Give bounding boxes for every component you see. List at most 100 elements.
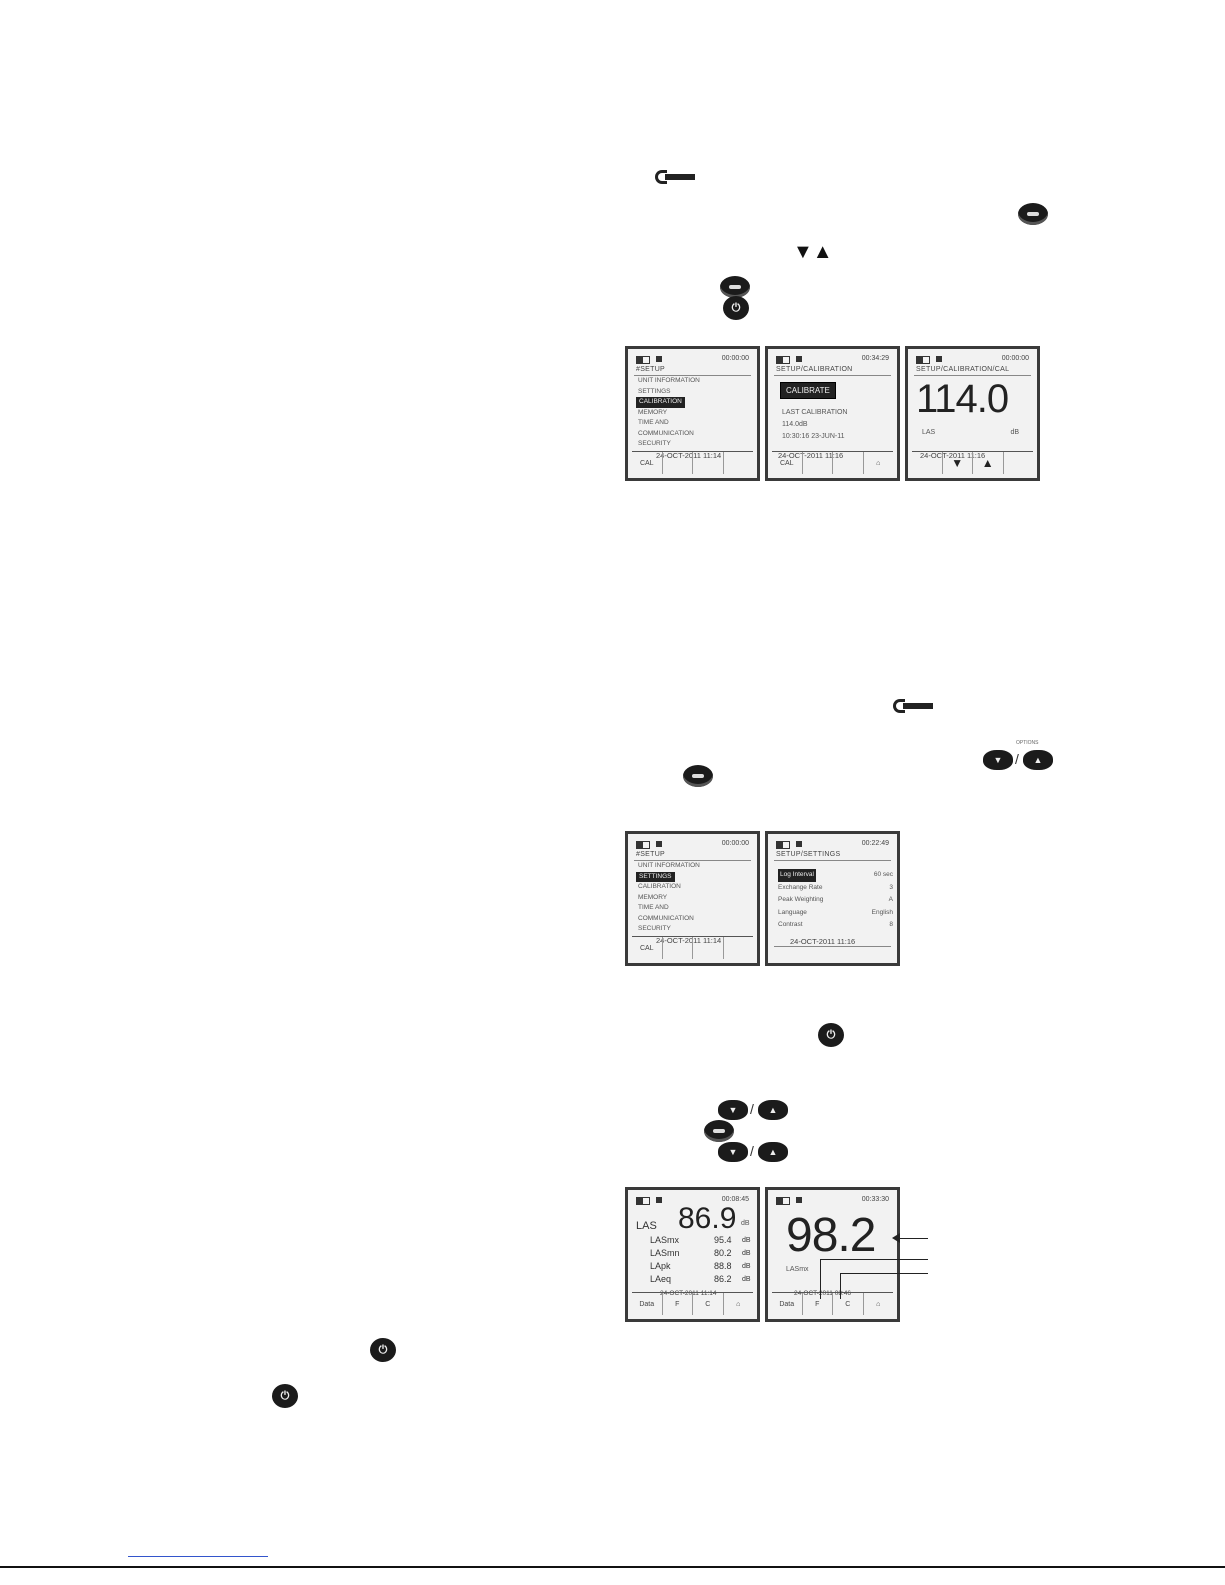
home-icon: ⌂ — [736, 1300, 741, 1308]
battery-icon — [636, 356, 650, 364]
main-level-unit: dB — [741, 1220, 750, 1227]
setting-value: 60 sec — [873, 871, 893, 878]
last-calibration-label: LAST CALIBRATION — [782, 409, 848, 416]
enter-button-icon — [720, 276, 750, 298]
power-button-icon: ⏻ — [370, 1338, 396, 1362]
date-readout: 24-OCT-2011 11:16 — [778, 451, 844, 460]
date-readout: 24-OCT-2011 08:46 — [794, 1290, 851, 1297]
wrench-icon — [893, 699, 933, 713]
up-button-icon: ▲ — [758, 1142, 788, 1162]
meas-key: LAeq — [650, 1274, 672, 1284]
date-readout: 24-OCT-2011 11:14 — [656, 451, 722, 460]
setting-value: A — [888, 896, 893, 903]
enter-button-icon — [704, 1120, 734, 1142]
clock: 00:00:00 — [721, 840, 749, 847]
setup-menu: UNIT INFORMATION SETTINGS CALIBRATION ME… — [636, 376, 700, 450]
menu-item: SETTINGS — [638, 387, 671, 395]
battery-icon — [776, 841, 790, 849]
date-readout: 24-OCT-2011 11:14 — [656, 936, 722, 945]
function-keys: CAL⌂ — [772, 451, 893, 474]
date-readout: 24-OCT-2011 11:16 — [920, 451, 986, 460]
record-icon — [656, 356, 662, 362]
footer-rule — [0, 1566, 1225, 1568]
menu-item: TIME AND — [638, 419, 669, 426]
meas-key: LApk — [650, 1261, 671, 1271]
main-level-label: LAS — [636, 1220, 657, 1232]
arrow-keys-icon: ▼▲ — [793, 241, 833, 263]
fkey-1: CAL — [632, 452, 663, 474]
meas-value: 80.2 — [714, 1248, 732, 1258]
menu-item: TIME AND — [638, 904, 669, 911]
record-icon — [796, 1197, 802, 1203]
last-calibration-level: 114.0dB — [782, 421, 808, 428]
clock: 00:00:00 — [1001, 355, 1029, 362]
setup-menu: UNIT INFORMATION SETTINGS CALIBRATION ME… — [636, 861, 700, 935]
menu-item: COMMUNICATION — [638, 429, 694, 437]
single-level-label: LASmx — [786, 1266, 809, 1273]
meas-value: 86.2 — [714, 1274, 732, 1284]
meas-value: 95.4 — [714, 1235, 732, 1245]
meas-unit: dB — [742, 1250, 751, 1257]
fkey-1: CAL — [632, 937, 663, 959]
clock: 00:34:29 — [861, 355, 889, 362]
setting-value: English — [871, 908, 893, 916]
record-icon — [656, 841, 662, 847]
battery-icon — [776, 356, 790, 364]
record-icon — [936, 356, 942, 362]
up-arrow-icon: ▲ — [973, 452, 1004, 474]
menu-item: CALIBRATION — [638, 883, 681, 890]
battery-icon — [916, 356, 930, 364]
screen-title: #SETUP — [636, 851, 666, 858]
menu-item: UNIT INFORMATION — [638, 862, 700, 869]
fkey-data: Data — [772, 1293, 803, 1315]
wrench-icon — [655, 170, 695, 184]
meas-unit: dB — [742, 1276, 751, 1283]
battery-icon — [776, 1197, 790, 1205]
device-screen-single-value: 00:33:30 98.2 LASmx 24-OCT-2011 08:46 Da… — [765, 1187, 900, 1322]
record-icon — [656, 1197, 662, 1203]
clock: 00:22:49 — [861, 840, 889, 847]
power-button-icon: ⏻ — [818, 1023, 844, 1047]
clock: 00:08:45 — [721, 1196, 749, 1203]
record-icon — [796, 356, 802, 362]
screen-title: SETUP/CALIBRATION/CAL — [916, 366, 1010, 373]
footer-link-underline[interactable] — [128, 1556, 268, 1557]
date-readout: 24-OCT-2011 11:16 — [790, 937, 856, 946]
function-keys: ▼▲ — [912, 451, 1033, 474]
main-level-value: 86.9 — [678, 1202, 737, 1235]
up-button-icon: ▲ — [1023, 750, 1053, 770]
down-button-icon: ▼ — [718, 1100, 748, 1120]
level-unit: dB — [1010, 429, 1019, 436]
function-keys: CAL — [632, 451, 753, 474]
callout-arrowhead — [892, 1233, 900, 1243]
meas-value: 88.8 — [714, 1261, 732, 1271]
menu-item-selected: SETTINGS — [636, 871, 675, 882]
setting-key-selected: Log Interval — [778, 869, 816, 882]
up-button-icon: ▲ — [758, 1100, 788, 1120]
level-label: LAS — [922, 429, 936, 436]
calibrate-button: CALIBRATE — [780, 382, 836, 399]
fkey-filter: F — [663, 1293, 693, 1315]
home-icon: ⌂ — [876, 459, 881, 467]
callout-line — [840, 1273, 928, 1274]
last-calibration-date: 10:30:16 23-JUN-11 — [782, 433, 845, 440]
single-level-value: 98.2 — [786, 1209, 876, 1262]
menu-item: MEMORY — [638, 408, 668, 416]
clock: 00:00:00 — [721, 355, 749, 362]
power-button-icon: ⏻ — [272, 1384, 298, 1408]
enter-button-icon — [683, 765, 713, 787]
down-button-icon: ▼ — [983, 750, 1013, 770]
device-screen-setup-menu: 00:00:00 #SETUP UNIT INFORMATION SETTING… — [625, 346, 760, 481]
menu-item: MEMORY — [638, 893, 668, 901]
fkey-filter: F — [803, 1293, 833, 1315]
menu-item: UNIT INFORMATION — [638, 377, 700, 384]
setting-key: Peak Weighting — [778, 896, 824, 903]
setting-value: 8 — [889, 921, 893, 928]
down-button-icon: ▼ — [718, 1142, 748, 1162]
callout-line — [820, 1259, 821, 1299]
